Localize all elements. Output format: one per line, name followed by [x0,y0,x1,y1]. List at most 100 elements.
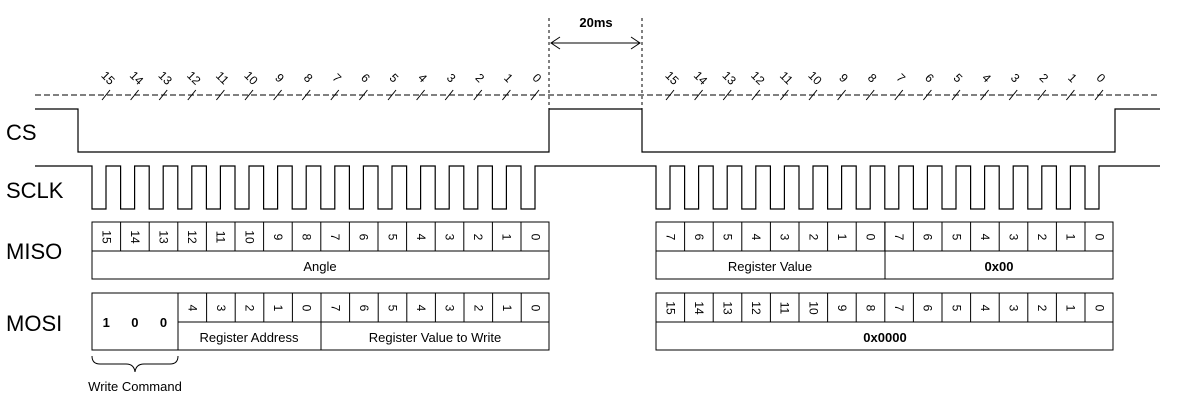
mosi-left-bit-5: 7 [328,305,342,312]
tick-mark-right-1 [694,89,703,101]
mosi-left-bit-8: 4 [414,305,428,312]
interval-arrowhead-left [550,36,561,50]
mosi-right-bit-13: 2 [1035,305,1049,312]
tick-mark-left-3 [187,89,197,101]
miso-zero-byte-field: 0x00 [985,259,1014,274]
tick-label-right-0: 15 [662,68,682,88]
mosi-right-bit-9: 6 [921,305,935,312]
mosi-register-value-to-write-field: Register Value to Write [369,330,501,345]
tick-mark-left-15 [530,89,540,101]
mosi-left-bit-2: 2 [243,305,257,312]
mosi-left-bit-3: 1 [271,305,285,312]
tick-mark-left-13 [473,89,483,101]
tick-label-left-7: 8 [301,71,316,86]
mosi-right-bit-2: 13 [721,301,735,315]
miso-right-bit-2: 5 [721,234,735,241]
write-command-label: Write Command [88,379,182,394]
miso-left-bit-13: 2 [471,234,485,241]
tick-label-left-0: 15 [98,68,118,88]
miso-right-bit-9: 6 [921,234,935,241]
tick-label-right-11: 4 [979,71,994,86]
miso-left-bit-3: 12 [185,230,199,244]
tick-mark-right-15 [1094,89,1104,101]
interval-arrowhead-right [630,36,641,50]
tick-mark-left-9 [359,89,368,101]
tick-label-left-10: 5 [387,71,402,86]
tick-mark-left-6 [273,89,282,101]
miso-angle-field: Angle [303,259,336,274]
tick-label-left-8: 7 [329,71,344,86]
tick-label-left-13: 2 [472,71,487,86]
mosi-left-bit-1: 3 [214,305,228,312]
tick-mark-right-4 [780,89,789,101]
mosi-right-bit-14: 1 [1064,305,1078,312]
mosi-right-bit-15: 0 [1092,305,1106,312]
miso-left-bit-1: 14 [128,230,142,244]
miso-left-bit-2: 13 [157,230,171,244]
miso-right-bit-14: 1 [1064,234,1078,241]
miso-left-bit-0: 15 [99,230,113,244]
tick-mark-left-5 [244,89,254,101]
miso-left-bit-12: 3 [443,234,457,241]
miso-right-bit-4: 3 [778,234,792,241]
tick-mark-right-7 [865,89,875,101]
tick-label-left-5: 10 [241,68,261,88]
tick-label-left-1: 14 [127,68,147,88]
tick-label-right-2: 13 [720,68,740,88]
miso-left-bit-7: 8 [300,234,314,241]
tick-mark-right-6 [837,89,846,101]
tick-label-right-15: 0 [1094,71,1109,86]
tick-mark-left-11 [416,89,425,101]
mosi-right-bit-8: 7 [892,305,906,312]
mosi-left-bit-12: 0 [529,305,543,312]
sclk-label: SCLK [6,178,64,203]
miso-right-bit-7: 0 [864,234,878,241]
tick-mark-left-10 [387,89,397,101]
miso-left-bit-8: 7 [328,234,342,241]
tick-mark-left-4 [216,89,225,101]
miso-right-bit-0: 7 [663,234,677,241]
tick-mark-right-11 [980,89,989,101]
miso-right-bit-13: 2 [1035,234,1049,241]
tick-label-right-8: 7 [893,71,908,86]
tick-mark-left-2 [158,89,168,101]
tick-mark-right-13 [1037,89,1047,101]
mosi-left-bit-0: 4 [185,305,199,312]
miso-register-value-field: Register Value [728,259,812,274]
miso-right-bit-8: 7 [892,234,906,241]
tick-mark-left-12 [444,89,454,101]
tick-label-left-6: 9 [272,71,287,86]
miso-left-bit-4: 11 [214,231,228,244]
tick-mark-right-10 [951,89,961,101]
mosi-right-bit-5: 10 [806,301,820,315]
miso-left-bit-6: 9 [271,234,285,241]
miso-label: MISO [6,239,62,264]
miso-left-bit-11: 4 [414,234,428,241]
mosi-left-bit-11: 1 [500,305,514,312]
miso-right-bit-5: 2 [806,234,820,241]
miso-right-bit-3: 4 [749,234,763,241]
tick-label-left-12: 3 [444,71,459,86]
miso-left-bit-5: 10 [242,230,256,244]
miso-right-bit-10: 5 [949,234,963,241]
tick-mark-right-14 [1066,89,1075,101]
tick-mark-left-8 [330,89,340,101]
miso-left-bit-14: 1 [500,234,514,241]
tick-mark-left-1 [130,89,139,101]
miso-left-bit-15: 0 [528,234,542,241]
tick-mark-left-0 [101,89,111,101]
mosi-command-bit-1: 0 [131,315,138,330]
tick-label-right-1: 14 [691,68,711,88]
write-command-brace [91,355,179,373]
mosi-right-bit-7: 8 [864,305,878,312]
tick-label-right-12: 3 [1008,71,1023,86]
tick-mark-right-8 [894,89,904,101]
mosi-register-address-field: Register Address [200,330,299,345]
mosi-right-bit-3: 12 [749,301,763,315]
tick-mark-right-12 [1008,89,1018,101]
mosi-right-bit-6: 9 [835,305,849,312]
mosi-right-bit-1: 14 [692,301,706,315]
tick-label-right-14: 1 [1065,71,1080,86]
